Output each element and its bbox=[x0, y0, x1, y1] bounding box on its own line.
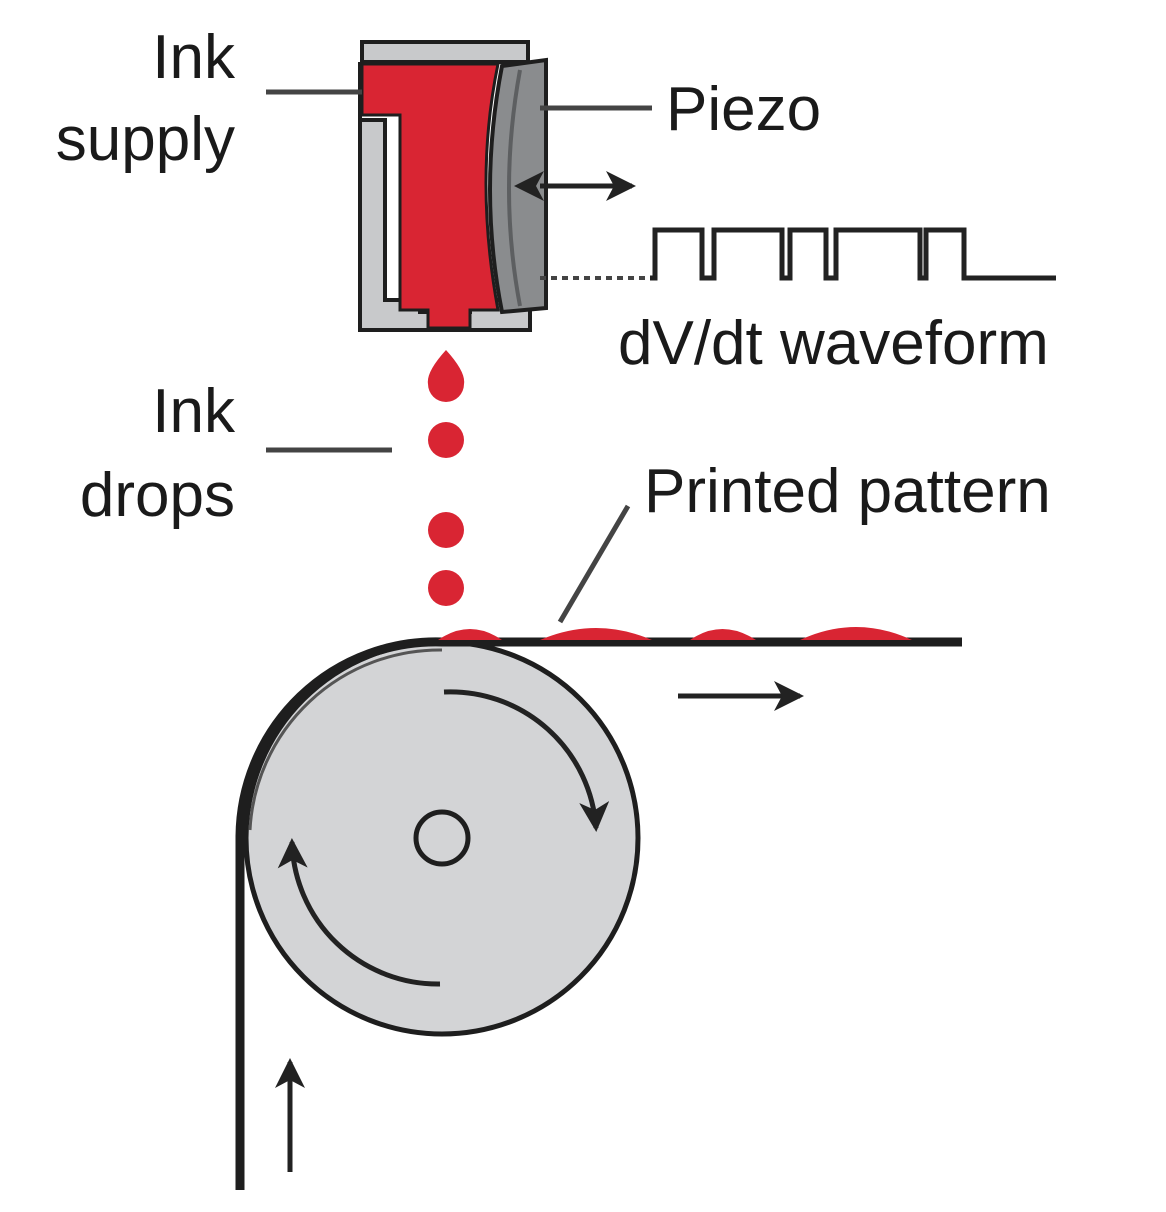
ink-drops-label-line2: drops bbox=[80, 461, 235, 530]
rotation-arrow-icon bbox=[443, 689, 610, 832]
piezo-label: Piezo bbox=[666, 75, 821, 144]
piezo-element bbox=[488, 57, 548, 315]
ink-drop bbox=[428, 512, 464, 548]
printed-dot bbox=[438, 629, 502, 640]
substrate-web bbox=[235, 637, 962, 1190]
printed-dot bbox=[690, 629, 756, 640]
waveform-label: dV/dt waveform bbox=[618, 309, 1049, 378]
ink-supply-label-line2: supply bbox=[56, 105, 235, 174]
dv-dt-waveform bbox=[650, 227, 1056, 281]
printed-dot bbox=[800, 627, 912, 640]
substrate-wrap-highlight bbox=[248, 648, 443, 831]
piezo-inner-edge bbox=[507, 69, 522, 307]
head-top-cap bbox=[360, 40, 530, 64]
ink-drop bbox=[427, 350, 465, 402]
rotation-arrow-icon bbox=[277, 838, 441, 987]
roller-axle bbox=[413, 809, 471, 867]
printed-dot bbox=[540, 628, 652, 640]
ink-drop bbox=[428, 422, 464, 458]
printed-pattern-label: Printed pattern bbox=[644, 457, 1051, 526]
ink-supply-label-line1: Ink bbox=[152, 23, 236, 92]
print-head bbox=[358, 40, 548, 332]
printed-pattern-leader bbox=[557, 504, 631, 624]
ink-drops bbox=[427, 350, 465, 606]
ink-chamber bbox=[360, 62, 500, 330]
roller bbox=[243, 639, 641, 1037]
printed-pattern bbox=[438, 627, 912, 640]
ink-drops-label-line1: Ink bbox=[152, 377, 236, 446]
ink-drop bbox=[428, 570, 464, 606]
